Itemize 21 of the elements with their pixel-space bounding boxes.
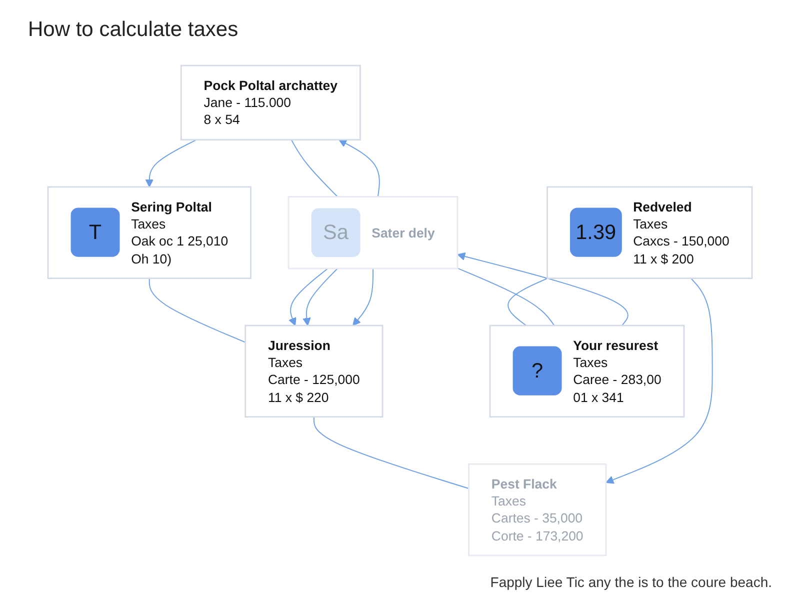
node-box: Pest Flack Taxes Cartes - 35,000 Corte - 173,200 bbox=[468, 463, 607, 556]
arrow bbox=[457, 252, 628, 326]
arrow bbox=[302, 268, 338, 326]
arrow bbox=[352, 268, 374, 326]
arrow bbox=[145, 139, 198, 188]
connector bbox=[508, 278, 548, 326]
node-box: T Sering Poltal Taxes Oak oc 1 25,010 Oh 10) bbox=[47, 186, 252, 280]
connector bbox=[457, 268, 555, 326]
caption: Fapply Liee Tic any the is to the coure beach. bbox=[490, 574, 772, 590]
connector bbox=[313, 416, 470, 489]
connector bbox=[290, 139, 338, 198]
arrow bbox=[288, 268, 328, 326]
connector bbox=[148, 278, 246, 343]
arrow bbox=[606, 278, 713, 484]
arrow bbox=[338, 139, 380, 198]
node-box: Juression Taxes Carte - 125,000 11 x $ 220 bbox=[244, 324, 384, 418]
node-box: Sa Sater dely bbox=[288, 196, 458, 270]
diagram-title: How to calculate taxes bbox=[28, 18, 238, 42]
node-box: ? Your resurest Taxes Caree - 283,00 01 x 341 bbox=[489, 324, 685, 418]
node-box: 1.39 Redveled Taxes Caxcs - 150,000 11 x $ 200 bbox=[546, 186, 753, 280]
node-box: Pock Poltal archattey Jane - 115.000 8 x 54 bbox=[180, 64, 361, 140]
